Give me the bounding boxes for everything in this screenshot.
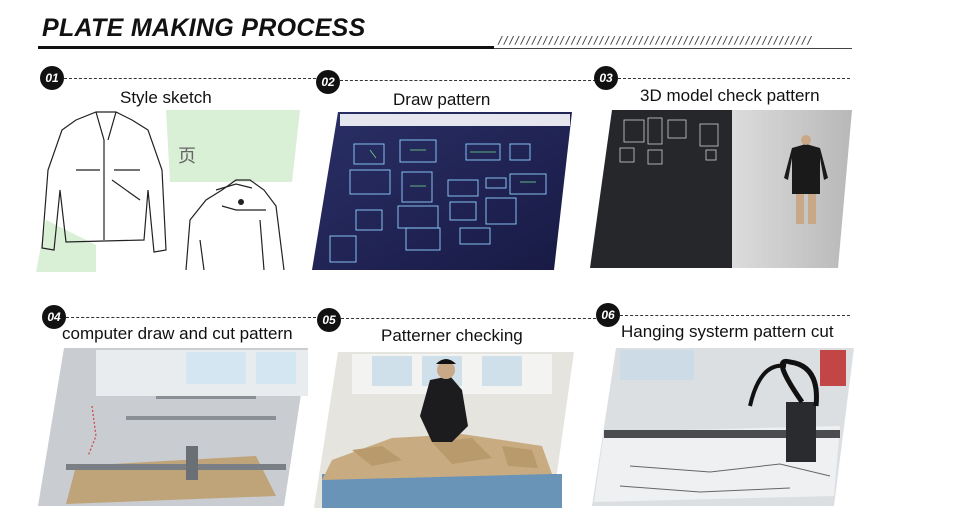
step-badge-03: 03 — [594, 66, 618, 90]
draw-pattern-photo — [310, 110, 574, 272]
step-badge-06: 06 — [596, 303, 620, 327]
title-underline — [38, 46, 494, 49]
hanging-system-photo — [590, 346, 854, 508]
step-badge-02: 02 — [316, 70, 340, 94]
step-label-02: Draw pattern — [393, 90, 491, 109]
step-dash-06 — [620, 315, 850, 316]
step-label-03: 3D model check pattern — [640, 86, 820, 105]
title-hatch: ////////////////////////////////////////… — [497, 34, 813, 46]
style-sketch-photo: 页 — [36, 110, 300, 272]
cutting-machine-photo — [36, 346, 308, 508]
3d-model-photo — [588, 108, 852, 270]
step-badge-05: 05 — [317, 308, 341, 332]
step-dash-01 — [64, 78, 316, 79]
step-label-06: Hanging systerm pattern cut — [621, 322, 834, 341]
step-dash-05 — [341, 318, 596, 319]
sketch-chinese-text: 页 — [178, 146, 196, 167]
step-dash-03 — [618, 78, 850, 79]
step-dash-04 — [66, 317, 316, 318]
patterner-checking-photo — [312, 350, 574, 510]
hatch-underline — [494, 48, 852, 49]
step-label-04: computer draw and cut pattern — [62, 324, 293, 343]
step-dash-02 — [340, 80, 596, 81]
step-badge-04: 04 — [42, 305, 66, 329]
step-label-05: Patterner checking — [381, 326, 523, 345]
page-title: PLATE MAKING PROCESS — [42, 14, 366, 42]
step-badge-01: 01 — [40, 66, 64, 90]
step-label-01: Style sketch — [120, 88, 212, 107]
